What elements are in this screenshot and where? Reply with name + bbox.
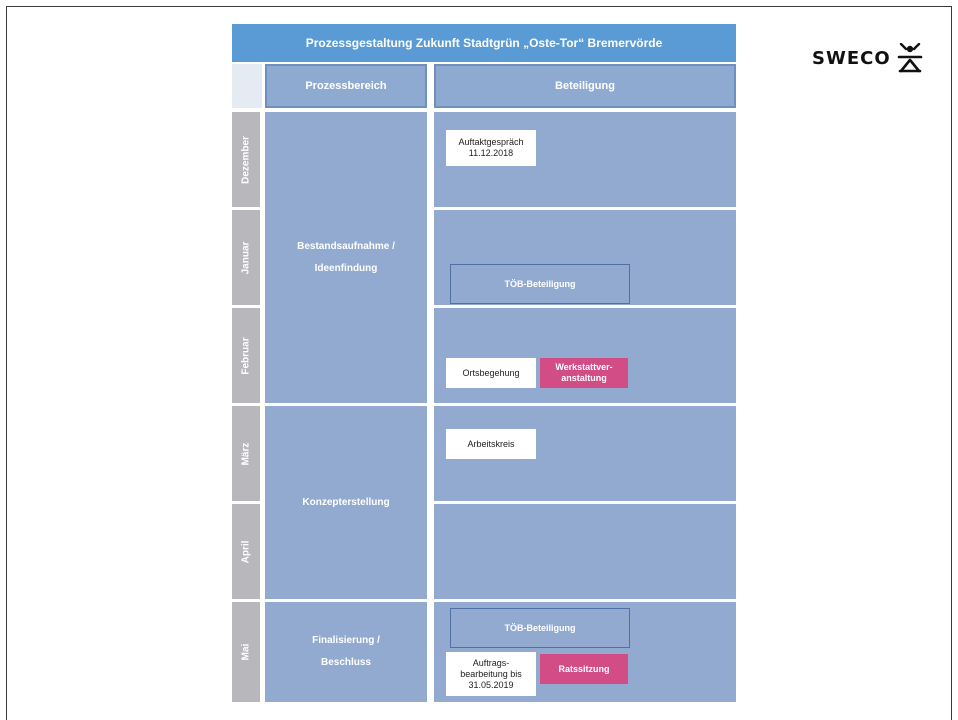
participation-cell-february	[434, 308, 736, 403]
phase-inventory: Bestandsaufnahme / Ideenfindung	[265, 112, 427, 403]
sweco-logo: SWECO	[812, 38, 923, 78]
diagram-title: Prozessgestaltung Zukunft Stadtgrün „Ost…	[232, 24, 736, 62]
month-may: Mai	[232, 602, 260, 702]
month-december: Dezember	[232, 112, 260, 207]
event-approval-deadline: Auftrags- bearbeitung bis 31.05.2019	[446, 652, 536, 696]
sweco-figure-icon	[897, 43, 922, 73]
event-working-group: Arbeitskreis	[446, 429, 536, 459]
process-diagram: Prozessgestaltung Zukunft Stadtgrün „Ost…	[232, 24, 736, 704]
column-header-process: Prozessbereich	[265, 64, 427, 108]
event-workshop: Werkstattver- anstaltung	[540, 358, 628, 388]
event-council-meeting: Ratssitzung	[540, 654, 628, 684]
column-header-participation: Beteiligung	[434, 64, 736, 108]
month-february: Februar	[232, 308, 260, 403]
event-site-walk: Ortsbegehung	[446, 358, 536, 388]
month-march: März	[232, 406, 260, 501]
logo-text: SWECO	[812, 47, 891, 69]
month-april: April	[232, 504, 260, 599]
header-corner	[232, 64, 262, 108]
event-kickoff: Auftaktgespräch 11.12.2018	[446, 130, 536, 166]
phase-finalization: Finalisierung / Beschluss	[265, 602, 427, 702]
participation-cell-april	[434, 504, 736, 599]
phase-concept: Konzepterstellung	[265, 406, 427, 599]
event-toeb-participation-2: TÖB-Beteiligung	[450, 608, 630, 648]
event-toeb-participation-1: TÖB-Beteiligung	[450, 264, 630, 304]
month-january: Januar	[232, 210, 260, 305]
